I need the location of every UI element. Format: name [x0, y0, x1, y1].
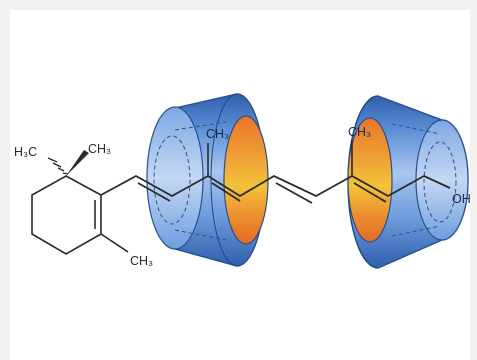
label-chain-methyl-1: CH₃ — [206, 127, 229, 141]
cone-right-orange-ring — [347, 117, 393, 243]
label-methyl-upper-right: CH₃ — [88, 142, 111, 156]
gem-dimethyl — [47, 150, 89, 176]
polyene-chain — [100, 174, 451, 204]
cone-left — [146, 93, 269, 267]
cone-left-small-face — [146, 106, 204, 250]
ring-methyl-bond — [100, 233, 129, 253]
label-methyl-upper-left: H₃C — [14, 145, 37, 159]
wedge-bond — [66, 150, 89, 176]
label-hydroxyl: OH — [452, 192, 471, 206]
label-chain-methyl-2: CH₃ — [348, 125, 371, 139]
cone-right — [347, 95, 469, 269]
cone-left-orange-ring — [223, 115, 269, 245]
cyclohexene-ring — [31, 175, 102, 255]
label-methyl-lower: CH₃ — [130, 254, 153, 268]
hash-bond — [47, 157, 69, 175]
